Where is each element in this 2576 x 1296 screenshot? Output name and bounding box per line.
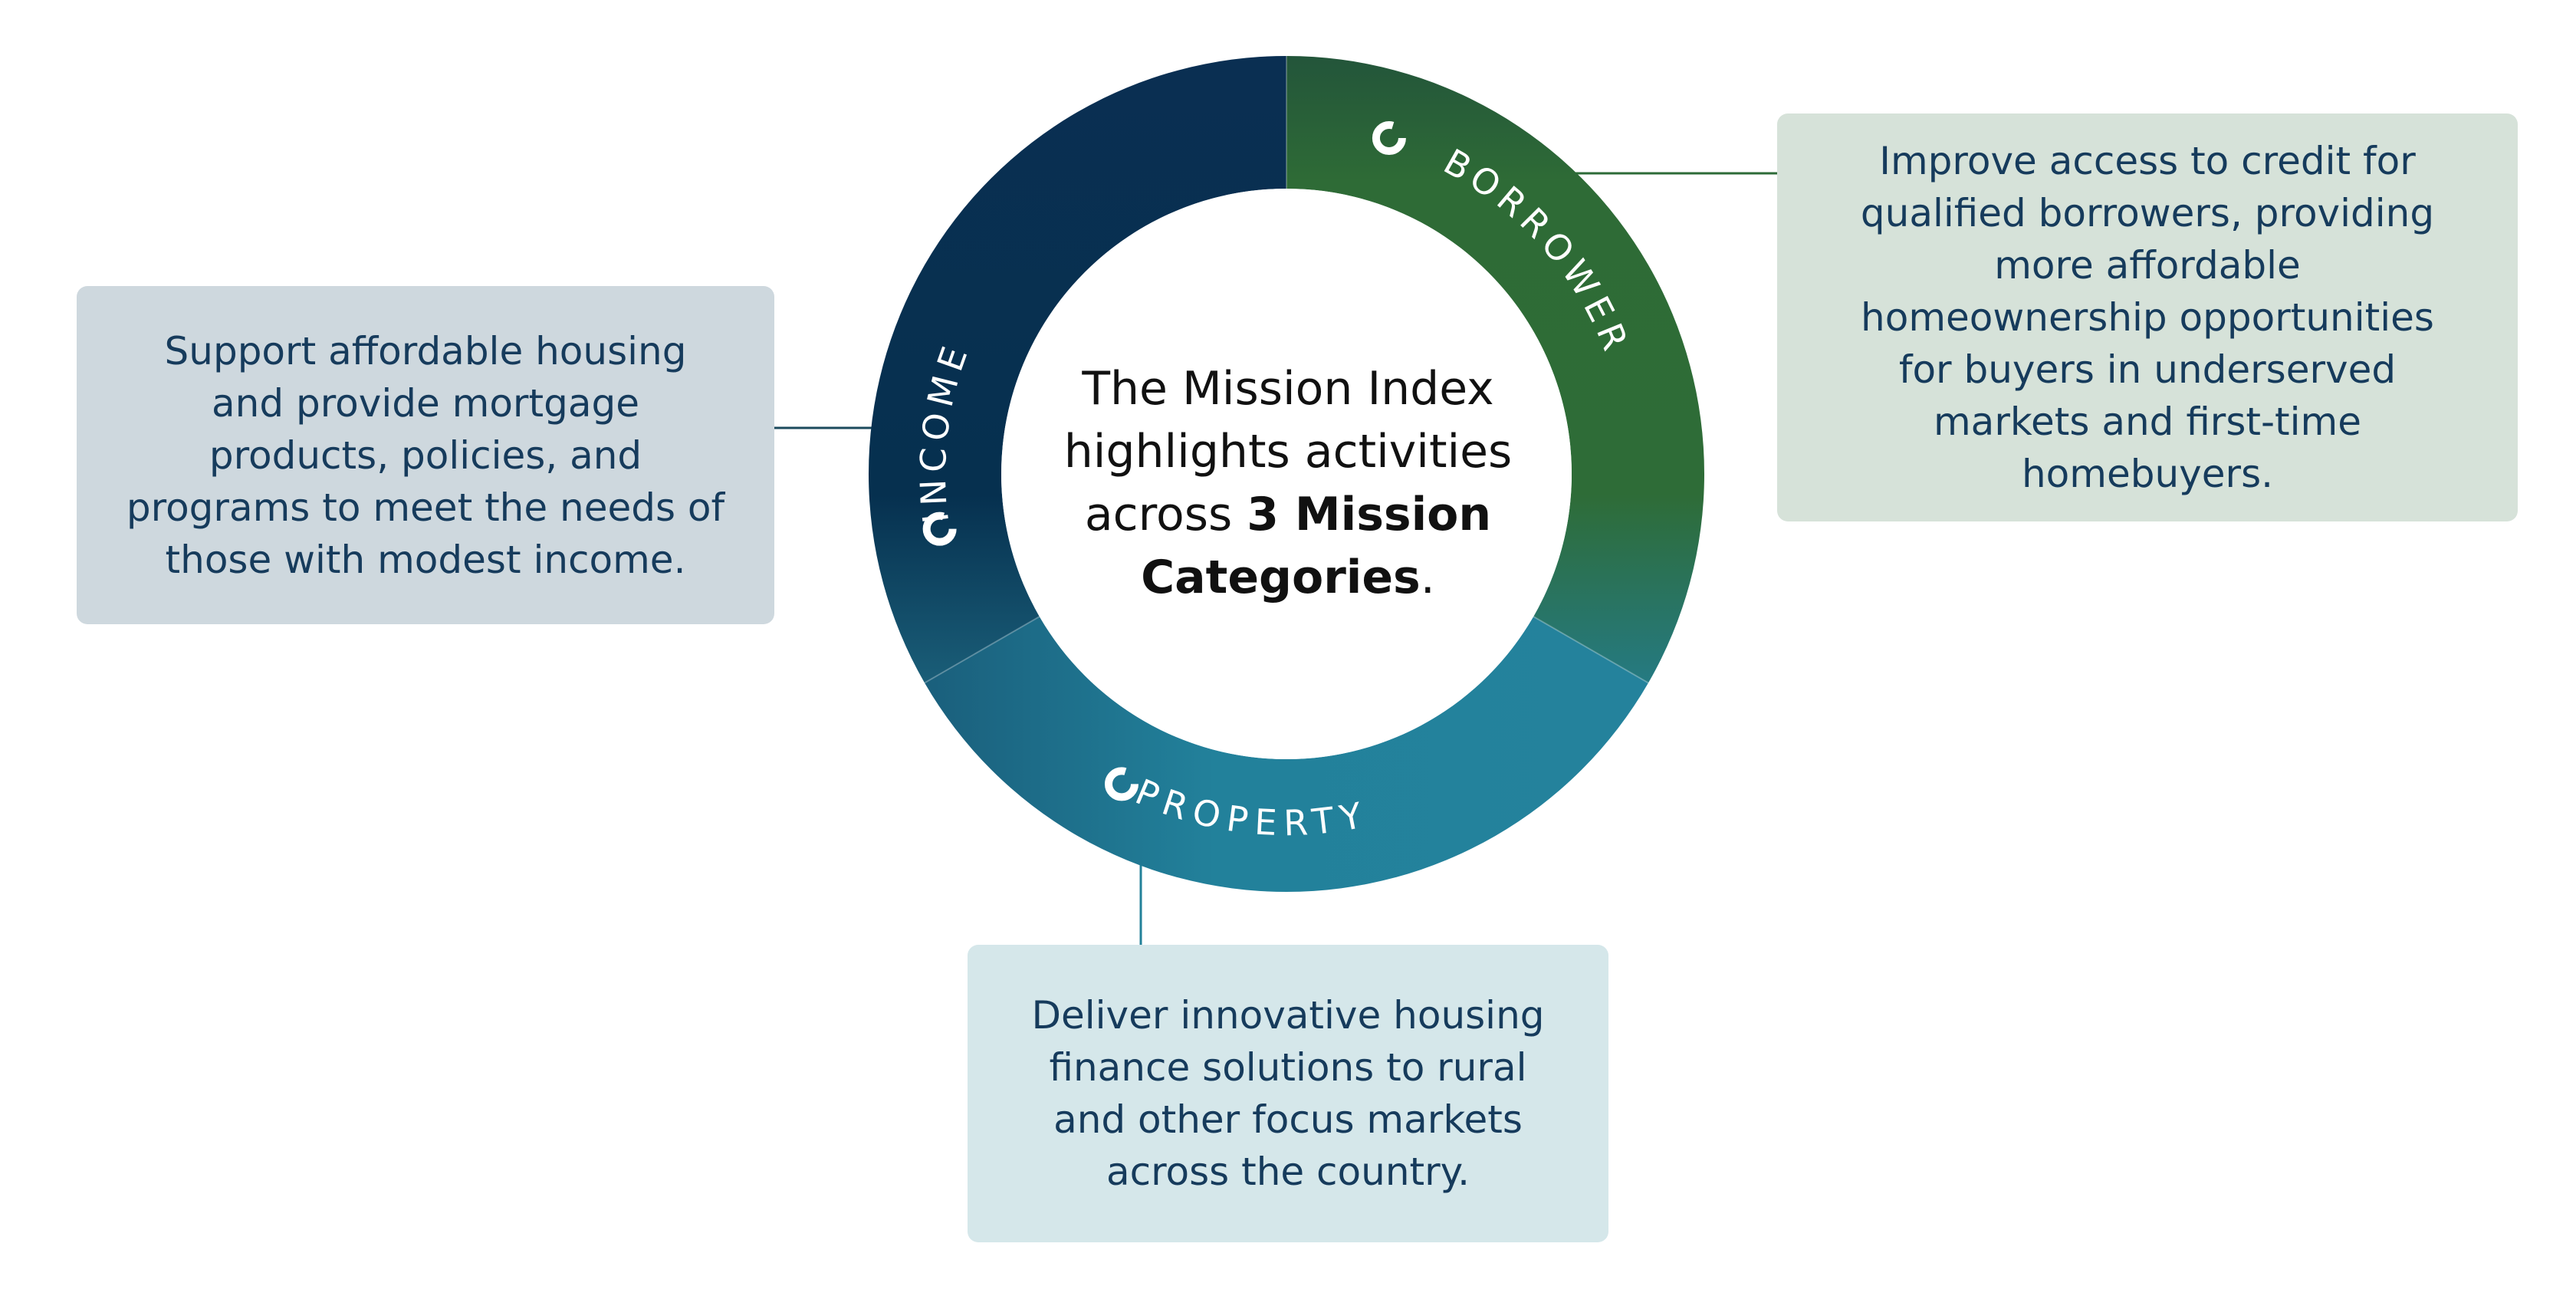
ring-inner-circle — [1001, 189, 1572, 759]
income-description: Support affordable housing and provide m… — [126, 328, 725, 582]
center-line-3: across 3 Mission — [1085, 483, 1491, 546]
center-line-1: The Mission Index — [1082, 362, 1494, 416]
center-line-4-bold: Categories — [1141, 551, 1421, 604]
income-description-box: Support affordable housing and provide m… — [77, 286, 774, 624]
property-ring-icon — [1104, 767, 1138, 801]
center-caption: The Mission Index highlights activities … — [1035, 353, 1541, 613]
borrower-segment — [1286, 56, 1704, 683]
property-description-box: Deliver innovative housing finance solut… — [968, 945, 1608, 1242]
center-line-4: Categories. — [1141, 546, 1435, 609]
center-line-3-pre: across — [1084, 488, 1247, 541]
income-ring-icon — [922, 511, 957, 546]
center-line-4-post: . — [1420, 551, 1435, 604]
borrower-description: Improve access to credit for qualified b… — [1860, 139, 2435, 496]
property-segment — [925, 617, 1648, 892]
center-line-2: highlights activities — [1063, 425, 1513, 479]
segment-separator — [1533, 616, 1649, 684]
borrower-description-box: Improve access to credit for qualified b… — [1777, 113, 2518, 521]
income-segment — [869, 56, 1286, 683]
borrower-ring-icon — [1372, 121, 1406, 156]
segment-separator — [924, 616, 1040, 684]
center-line-3-bold: 3 Mission — [1247, 488, 1492, 541]
property-description: Deliver innovative housing finance solut… — [1031, 993, 1545, 1194]
